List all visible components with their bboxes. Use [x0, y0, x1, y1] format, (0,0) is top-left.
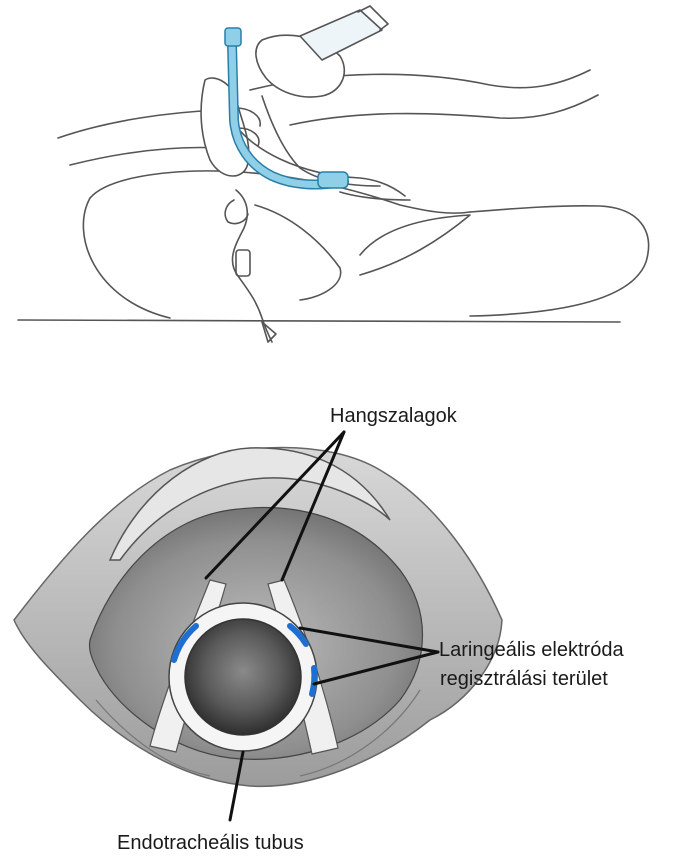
clinician-arm-left — [58, 110, 222, 138]
laryngeal-view — [14, 448, 502, 787]
patient-chin — [360, 215, 470, 275]
electrode-label-line2: regisztrálási terület — [440, 666, 608, 692]
clinician-arm-left-b — [70, 148, 220, 165]
endotracheal-tube-lumen — [185, 619, 301, 735]
tube-cuff — [318, 172, 348, 188]
patient-shoulder — [83, 198, 170, 318]
vocal-cords-label: Hangszalagok — [330, 403, 457, 429]
patient-chest — [470, 206, 649, 316]
monitor-cable — [232, 190, 272, 342]
electrode-label-line1: Laringeális elektróda — [439, 637, 624, 663]
table-line — [18, 320, 620, 322]
left-hand — [201, 78, 249, 176]
tube-connector — [225, 28, 241, 46]
patient-neck — [255, 205, 341, 300]
electrode-region-right-lower — [312, 668, 314, 694]
endotracheal-tube-label: Endotracheális tubus — [117, 830, 304, 856]
clinician-arm-right-b — [290, 95, 598, 125]
